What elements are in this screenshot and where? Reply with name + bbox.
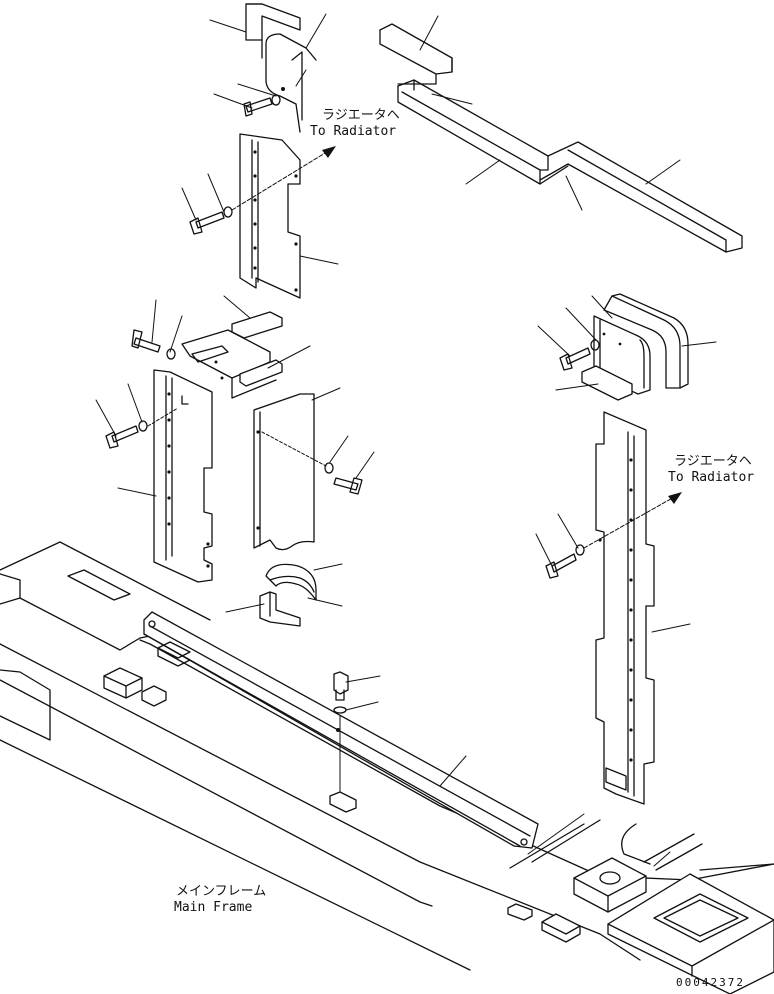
- frame-block-3: [507, 903, 533, 921]
- seal-block: [259, 591, 301, 627]
- upper-bolt-1: [243, 94, 281, 117]
- radiator-label-right-en: To Radiator: [668, 470, 755, 485]
- frame-block-1: [103, 667, 143, 699]
- radiator-label-right-jp: ラジエータヘ: [674, 454, 752, 469]
- bottom-right-plate: [607, 873, 774, 994]
- main-frame-label-jp: メインフレーム: [176, 884, 267, 899]
- right-l-bracket: [603, 293, 689, 389]
- middle-bolt-1: [131, 329, 176, 360]
- radiator-label-upper-en: To Radiator: [310, 124, 397, 139]
- middle-curved-panel: [253, 393, 327, 551]
- middle-bracket-assembly: [181, 311, 283, 399]
- middle-left-panel: [153, 369, 213, 583]
- frame-block-2: [141, 685, 167, 707]
- right-bolt-1: [559, 339, 600, 371]
- leader-lines: [95, 13, 717, 867]
- upper-bolt-2: [189, 206, 233, 235]
- radiator-arrow-right: [583, 492, 682, 549]
- radiator-label-upper-jp: ラジエータヘ: [322, 108, 400, 123]
- rail-bolt: [333, 671, 349, 793]
- frame-block-4: [541, 913, 581, 943]
- right-strip: [581, 365, 633, 401]
- mount-plate: [573, 857, 647, 913]
- top-frame-bar: [379, 23, 743, 253]
- right-bolt-2: [545, 544, 585, 579]
- upper-l-bracket: [245, 3, 301, 59]
- upper-cover-plate: [265, 33, 317, 133]
- long-rail: [143, 611, 539, 849]
- radiator-arrow-upper: [231, 146, 336, 211]
- middle-bolt-2: [105, 407, 179, 449]
- rail-nut: [329, 791, 357, 813]
- middle-bolt-3: [324, 462, 363, 495]
- right-long-panel: [595, 411, 655, 805]
- frame-slot: [157, 641, 191, 667]
- main-frame-label-en: Main Frame: [174, 900, 253, 915]
- upper-left-panel: [239, 133, 301, 299]
- drawing-code: 00042372: [676, 976, 745, 989]
